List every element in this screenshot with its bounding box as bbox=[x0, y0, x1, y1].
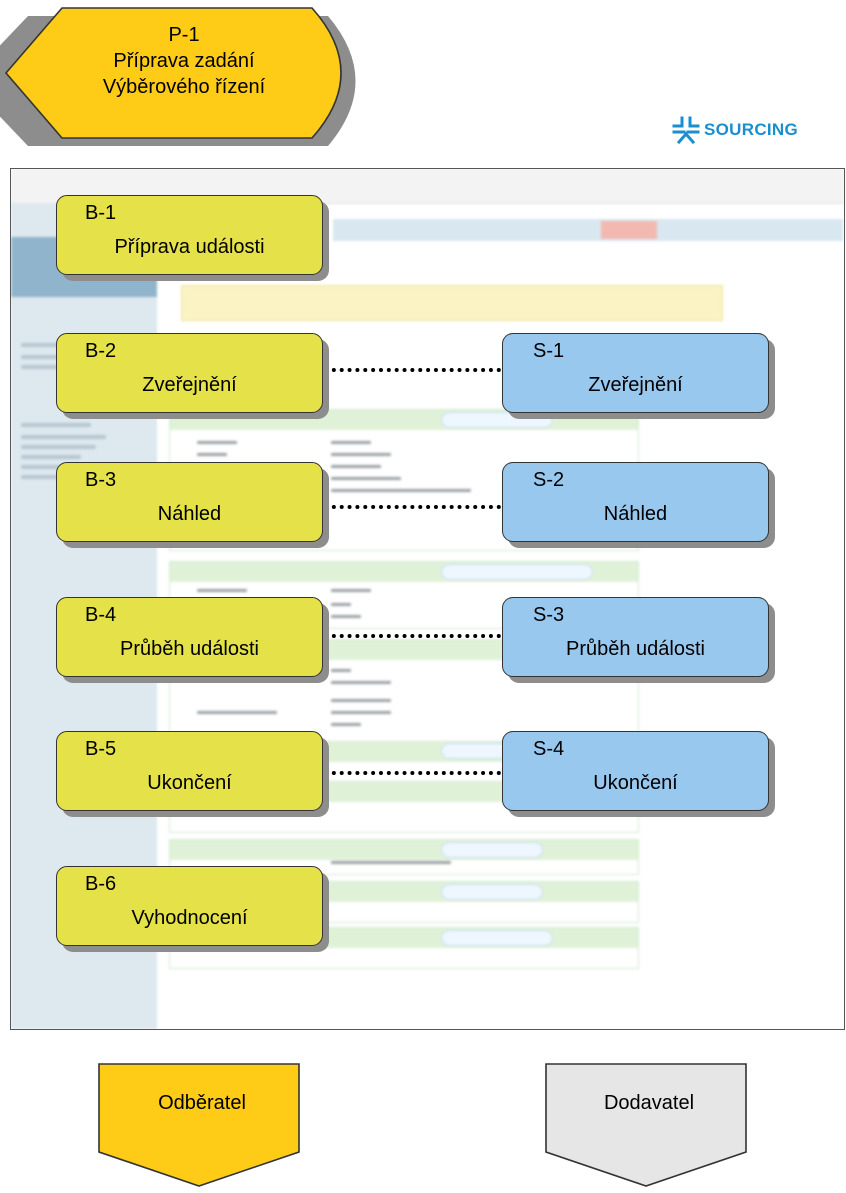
connector-b2-s1 bbox=[324, 368, 501, 372]
bg-tabs bbox=[333, 219, 843, 241]
step-label: Zveřejnění bbox=[588, 374, 683, 396]
step-label: Příprava události bbox=[114, 236, 265, 258]
sourcing-logo: SOURCING bbox=[672, 108, 842, 148]
step-code: B-2 bbox=[85, 340, 117, 362]
step-label: Náhled bbox=[603, 503, 668, 525]
phase-title-line1: Příprava zadání bbox=[113, 50, 255, 72]
buyer-step-b6: B-6 Vyhodnocení bbox=[56, 866, 323, 946]
legend-buyer-label: Odběratel bbox=[158, 1092, 246, 1114]
buyer-step-b4: B-4 Průběh události bbox=[56, 597, 323, 677]
step-label: Náhled bbox=[157, 503, 222, 525]
step-code: B-3 bbox=[85, 469, 117, 491]
connector-b4-s3 bbox=[324, 634, 501, 638]
supplier-step-s4: S-4 Ukončení bbox=[502, 731, 769, 811]
step-code: S-3 bbox=[533, 604, 565, 626]
sourcing-logo-text: SOURCING bbox=[704, 120, 799, 139]
step-label: Průběh události bbox=[566, 638, 705, 660]
phase-arrow: P-1 Příprava zadání Výběrového řízení bbox=[0, 0, 375, 160]
supplier-step-s3: S-3 Průběh události bbox=[502, 597, 769, 677]
sourcing-logo-icon bbox=[672, 116, 700, 144]
legend-supplier-label: Dodavatel bbox=[603, 1092, 695, 1114]
legend-supplier: Dodavatel bbox=[544, 1062, 754, 1188]
buyer-step-b3: B-3 Náhled bbox=[56, 462, 323, 542]
phase-code: P-1 bbox=[168, 24, 200, 46]
step-code: B-4 bbox=[85, 604, 117, 626]
phase-label: P-1 Příprava zadání Výběrového řízení bbox=[54, 22, 314, 100]
step-label: Ukončení bbox=[147, 772, 232, 794]
step-label: Průběh události bbox=[120, 638, 259, 660]
step-label: Vyhodnocení bbox=[131, 907, 248, 929]
supplier-step-s2: S-2 Náhled bbox=[502, 462, 769, 542]
connector-b5-s4 bbox=[324, 771, 501, 775]
step-code: S-1 bbox=[533, 340, 565, 362]
buyer-step-b2: B-2 Zveřejnění bbox=[56, 333, 323, 413]
bg-alert bbox=[181, 285, 723, 321]
legend-buyer: Odběratel bbox=[97, 1062, 307, 1188]
step-code: S-4 bbox=[533, 738, 565, 760]
phase-title-line2: Výběrového řízení bbox=[102, 76, 266, 98]
supplier-step-s1: S-1 Zveřejnění bbox=[502, 333, 769, 413]
connector-b3-s2 bbox=[324, 505, 501, 509]
step-label: Ukončení bbox=[593, 772, 678, 794]
step-code: S-2 bbox=[533, 469, 565, 491]
buyer-step-b1: B-1 Příprava události bbox=[56, 195, 323, 275]
step-code: B-5 bbox=[85, 738, 117, 760]
step-code: B-1 bbox=[85, 202, 117, 224]
step-label: Zveřejnění bbox=[142, 374, 237, 396]
buyer-step-b5: B-5 Ukončení bbox=[56, 731, 323, 811]
step-code: B-6 bbox=[85, 873, 117, 895]
